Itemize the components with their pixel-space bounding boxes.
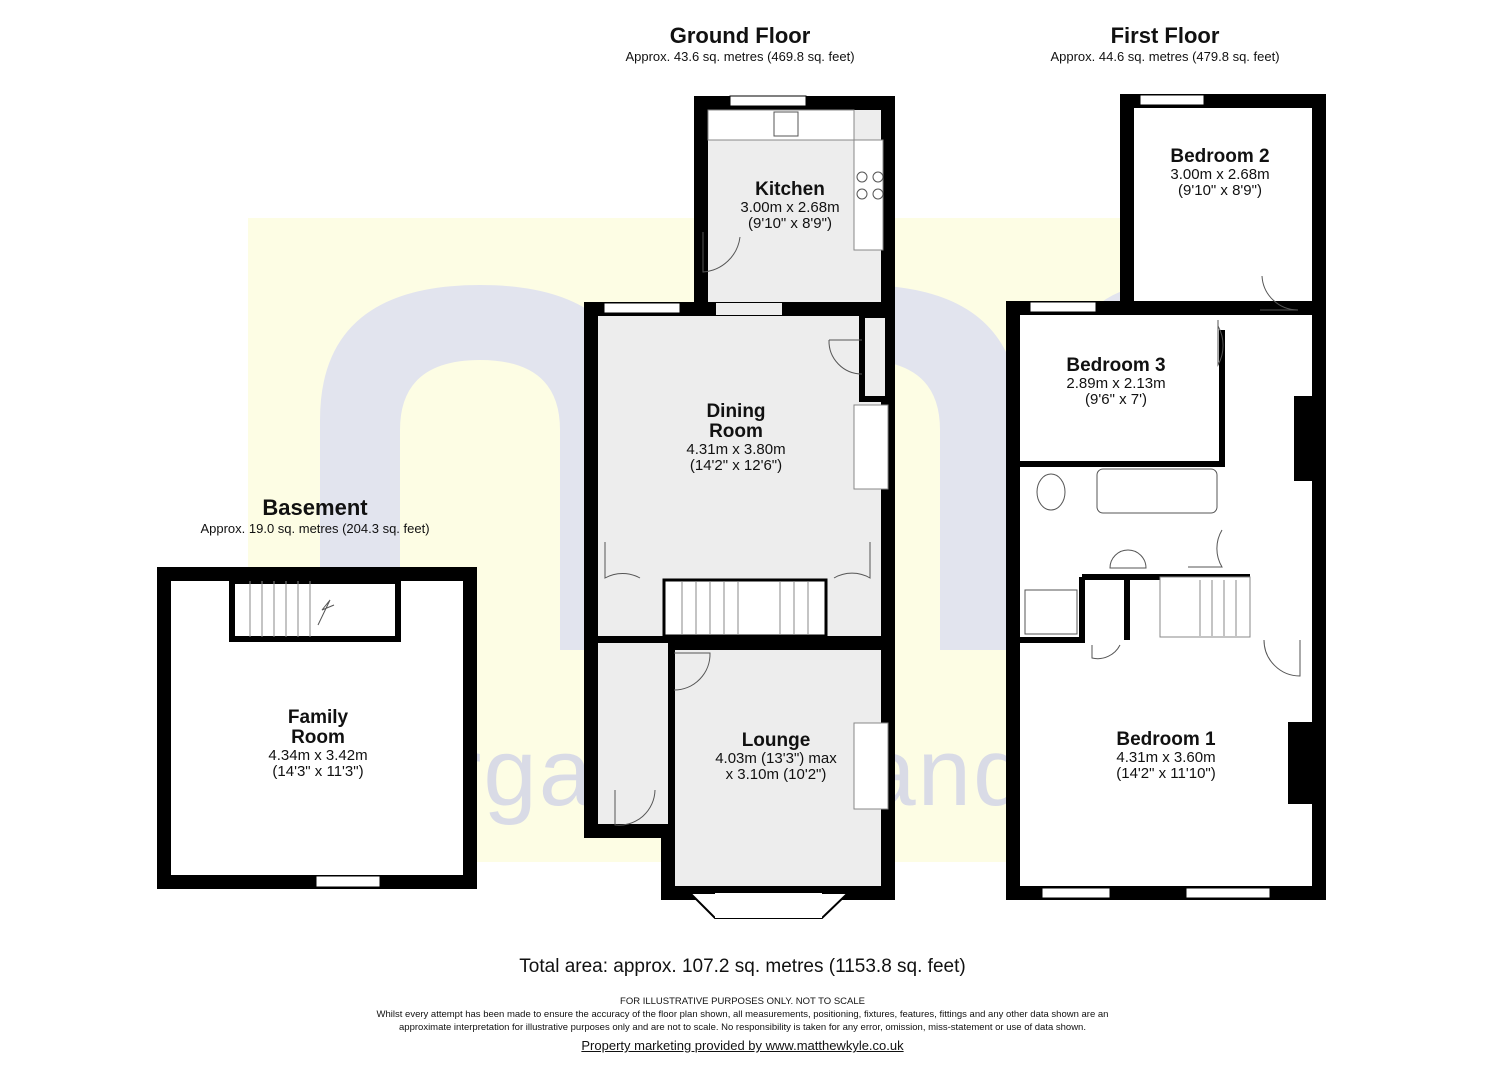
toilet <box>1036 473 1066 511</box>
bedroom2-dim-imperial: (9'10" x 8'9") <box>1178 181 1262 199</box>
first-floor-heading: First Floor Approx. 44.6 sq. metres (479… <box>1025 24 1305 64</box>
ground-floor-title: Ground Floor <box>669 23 811 48</box>
disclaimer: FOR ILLUSTRATIVE PURPOSES ONLY. NOT TO S… <box>300 996 1185 1034</box>
lounge-dim-line2: x 3.10m (10'2") <box>725 765 827 783</box>
dining-window <box>603 302 681 314</box>
basement-area: Approx. 19.0 sq. metres (204.3 sq. feet) <box>200 521 430 537</box>
family-dim-imperial: (14'3" x 11'3") <box>272 762 364 780</box>
ground-doors <box>604 232 871 826</box>
disclaimer-line1: FOR ILLUSTRATIVE PURPOSES ONLY. NOT TO S… <box>620 996 865 1007</box>
room-label-kitchen: Kitchen 3.00m x 2.68m (9'10" x 8'9") <box>700 180 880 231</box>
ground-stairs <box>662 578 828 638</box>
hob-icon <box>856 171 884 200</box>
dining-name-line2: Room <box>709 420 763 442</box>
dining-chimney-breast <box>853 404 889 490</box>
basin <box>1109 549 1147 569</box>
room-label-bedroom3: Bedroom 3 2.89m x 2.13m (9'6" x 7') <box>1026 356 1206 407</box>
bedroom2-window <box>1139 94 1205 106</box>
bedroom2-name: Bedroom 2 <box>1170 146 1270 167</box>
kitchen-dim-metric: 3.00m x 2.68m <box>740 198 840 216</box>
ground-floor-heading: Ground Floor Approx. 43.6 sq. metres (46… <box>600 24 880 64</box>
landing-chimney-breast <box>1294 396 1312 481</box>
room-label-family: Family Room 4.34m x 3.42m (14'3" x 11'3"… <box>228 708 408 779</box>
basement-plan <box>157 567 477 889</box>
first-floor-plan <box>1006 94 1326 900</box>
first-stairs <box>1159 576 1251 638</box>
bedroom3-window <box>1029 301 1097 313</box>
bedroom2-dim-metric: 3.00m x 2.68m <box>1170 165 1270 183</box>
bedroom1-dim-metric: 4.31m x 3.60m <box>1116 748 1216 766</box>
dining-dim-imperial: (14'2" x 12'6") <box>689 456 783 474</box>
basement-window <box>315 875 381 888</box>
shower-tray <box>1024 589 1078 635</box>
bath <box>1096 468 1218 514</box>
basement-heading: Basement Approx. 19.0 sq. metres (204.3 … <box>170 496 460 536</box>
dining-name-line1: Dining <box>706 401 766 422</box>
bedroom3-dim-imperial: (9'6" x 7') <box>1085 390 1147 408</box>
lounge-chimney-breast <box>853 722 889 810</box>
lounge-name: Lounge <box>741 730 811 751</box>
first-doors <box>1091 275 1301 677</box>
kitchen-dim-imperial: (9'10" x 8'9") <box>748 214 832 232</box>
family-dim-metric: 4.34m x 3.42m <box>268 746 368 764</box>
bedroom3-name: Bedroom 3 <box>1066 355 1166 376</box>
lounge-dim-line1: 4.03m (13'3") max <box>715 749 837 767</box>
bedroom1-name: Bedroom 1 <box>1116 729 1216 750</box>
dining-dim-metric: 4.31m x 3.80m <box>686 440 786 458</box>
disclaimer-line2: Whilst every attempt has been made to en… <box>376 1008 1109 1020</box>
kitchen-side-units <box>853 139 884 251</box>
bedroom3-dim-metric: 2.89m x 2.13m <box>1066 374 1166 392</box>
first-floor-title: First Floor <box>1110 23 1220 48</box>
family-name-line2: Room <box>291 726 345 748</box>
bedroom1-window-right <box>1185 887 1271 899</box>
basement-title: Basement <box>262 495 368 520</box>
kitchen-sink <box>773 111 799 137</box>
room-label-dining: Dining Room 4.31m x 3.80m (14'2" x 12'6"… <box>646 402 826 473</box>
family-name-line1: Family <box>287 707 349 728</box>
room-label-bedroom1: Bedroom 1 4.31m x 3.60m (14'2" x 11'10") <box>1076 730 1256 781</box>
bedroom1-dim-imperial: (14'2" x 11'10") <box>1116 764 1216 782</box>
disclaimer-line3: approximate interpretation for illustrat… <box>399 1021 1086 1033</box>
total-area: Total area: approx. 107.2 sq. metres (11… <box>519 956 966 977</box>
ground-floor-plan <box>584 95 895 919</box>
bedroom1-window-left <box>1041 887 1111 899</box>
first-floor-area: Approx. 44.6 sq. metres (479.8 sq. feet) <box>1050 49 1280 65</box>
kitchen-name: Kitchen <box>755 179 825 200</box>
basement-stairs <box>249 581 335 637</box>
credit-link[interactable]: Property marketing provided by www.matth… <box>581 1038 904 1053</box>
bedroom1-chimney-breast <box>1288 722 1312 804</box>
room-label-lounge: Lounge 4.03m (13'3") max x 3.10m (10'2") <box>686 731 866 782</box>
room-label-bedroom2: Bedroom 2 3.00m x 2.68m (9'10" x 8'9") <box>1130 147 1310 198</box>
kitchen-window <box>729 95 807 107</box>
ground-floor-area: Approx. 43.6 sq. metres (469.8 sq. feet) <box>625 49 855 65</box>
